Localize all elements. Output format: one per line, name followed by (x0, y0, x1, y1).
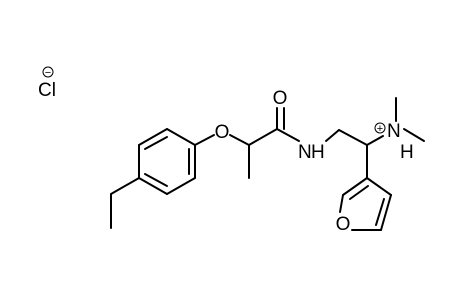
carbonyl-oxygen-label: O (273, 88, 288, 109)
bond (194, 134, 215, 146)
double-bond-inner (375, 198, 385, 226)
furan-ring: O (336, 177, 392, 235)
double-bond-inner (144, 136, 168, 150)
bond (138, 128, 168, 146)
amide-nitrogen-label: N (298, 142, 312, 163)
bond (325, 129, 340, 142)
bond (138, 177, 168, 195)
chloride-charge-ring (42, 66, 54, 78)
amide-nh: N H (298, 142, 325, 163)
dimethylammonium: + N H (366, 97, 425, 163)
ethylene-linker (325, 129, 368, 179)
ether-link: O (194, 122, 250, 146)
double-bond-inner (349, 185, 369, 200)
ammonium-charge-ring (374, 122, 386, 134)
chloride-ion: − Cl (38, 66, 56, 101)
chloride-charge: − (45, 67, 51, 79)
bond (339, 194, 344, 213)
bond (380, 194, 392, 231)
chloride-label: Cl (38, 80, 56, 101)
bond (276, 128, 300, 142)
propanamide-backbone: O (248, 88, 300, 179)
benzene-ring (138, 128, 196, 195)
bond (166, 128, 196, 146)
bond (366, 177, 392, 196)
bond (338, 129, 368, 146)
ammonium-hydrogen-label: H (400, 142, 414, 163)
bond (166, 177, 196, 195)
furan-oxygen-label: O (336, 214, 351, 235)
bond (366, 135, 384, 146)
bond (248, 128, 278, 146)
bond (229, 134, 250, 146)
amide-hydrogen-label: H (311, 142, 325, 163)
ethyl-group (110, 177, 140, 229)
methyl-bond (403, 128, 425, 142)
bond (110, 177, 140, 195)
bond (342, 177, 368, 196)
ammonium-charge: + (377, 123, 383, 135)
ammonium-nitrogen-label: N (387, 121, 401, 142)
double-bond-inner (144, 173, 168, 187)
ether-oxygen-label: O (215, 122, 230, 143)
